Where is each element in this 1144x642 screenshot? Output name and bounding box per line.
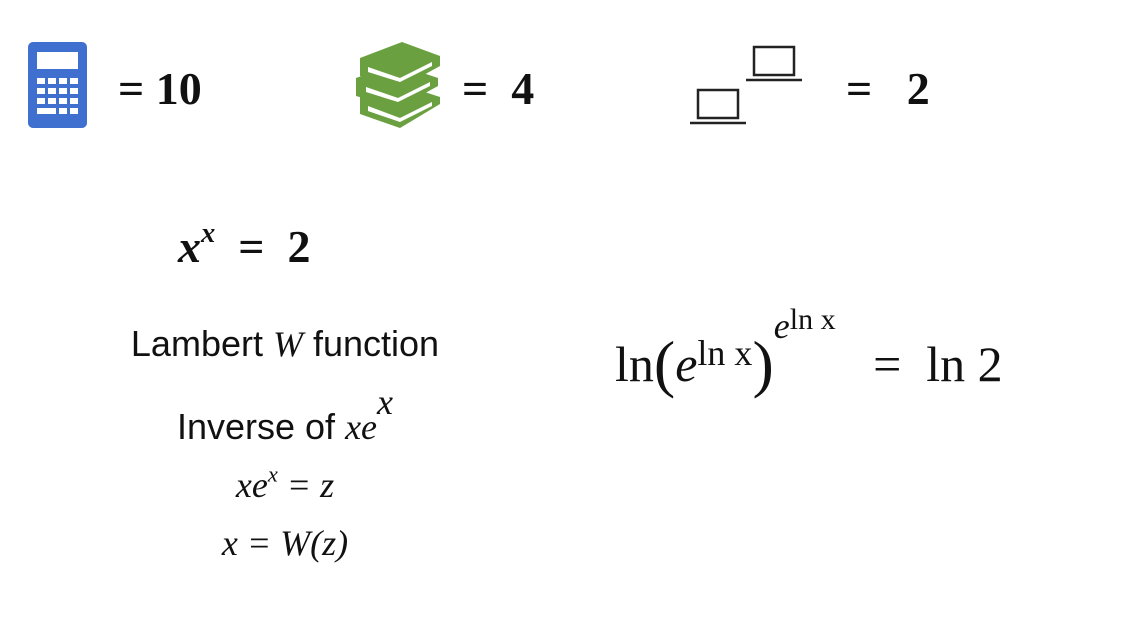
text: Lambert	[130, 323, 273, 364]
ln-x: ln x	[789, 303, 836, 336]
books-icon	[352, 42, 444, 133]
exponent: x	[267, 461, 278, 487]
log-equation: ln(eln x)eln x = ln 2	[615, 305, 1003, 400]
ln: ln	[615, 336, 654, 393]
calculator-value: 10	[155, 63, 202, 114]
equals-sign: =	[873, 336, 902, 393]
calculator-icon	[28, 42, 87, 133]
laptops-equation: = 2	[846, 66, 930, 112]
books-equation: = 4	[462, 66, 534, 112]
books-value: 4	[511, 63, 535, 114]
rhs: = z	[277, 465, 335, 506]
equals-sign: =	[238, 221, 265, 272]
x-power-x-equation: xx = 2	[178, 219, 311, 272]
lambert-inverse: Inverse of xex	[40, 384, 530, 445]
w-symbol: W	[272, 324, 303, 364]
text: function	[302, 323, 440, 364]
equals-sign: =	[846, 63, 873, 114]
rhs-value: 2	[287, 221, 311, 272]
lambert-solution: x = W(z)	[221, 523, 349, 564]
xe: xe	[345, 407, 378, 448]
rhs: ln 2	[926, 336, 1003, 393]
outer-exponent: eln x	[773, 303, 836, 346]
laptops-icon	[688, 44, 804, 131]
exponent: x	[201, 218, 216, 250]
calculator-equation: = 10	[118, 66, 202, 112]
e: e	[773, 306, 790, 346]
laptops-value: 2	[906, 63, 930, 114]
open-paren: (	[653, 328, 676, 400]
equals-sign: =	[462, 63, 489, 114]
base: x	[178, 221, 201, 272]
xe: xe	[235, 465, 268, 506]
lambert-definition: xex = z	[40, 463, 530, 506]
e: e	[675, 336, 698, 393]
lambert-title: Lambert W function	[40, 323, 530, 364]
close-paren: )	[752, 328, 774, 400]
lambert-block: Lambert W function Inverse of xex xex = …	[40, 323, 530, 564]
exponent: x	[377, 382, 394, 422]
text: Inverse of	[176, 406, 346, 448]
equals-sign: =	[118, 63, 145, 114]
inner-exponent: ln x	[697, 333, 753, 373]
